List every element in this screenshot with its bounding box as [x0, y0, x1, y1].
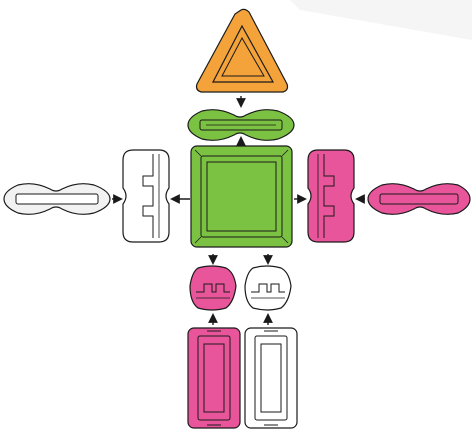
triangle-piece [197, 9, 288, 92]
right-clip-piece [308, 150, 354, 242]
bottom-left-clip-piece [190, 266, 236, 310]
background-band [290, 0, 472, 40]
left-connector-piece [4, 184, 110, 215]
bottom-left-bar-piece [188, 328, 240, 428]
top-connector-piece [188, 110, 294, 141]
bottom-right-bar-piece [245, 328, 297, 428]
center-square-piece [191, 146, 292, 247]
bottom-right-clip-piece [245, 266, 291, 310]
left-clip-piece [123, 150, 169, 242]
right-connector-piece [368, 184, 470, 215]
